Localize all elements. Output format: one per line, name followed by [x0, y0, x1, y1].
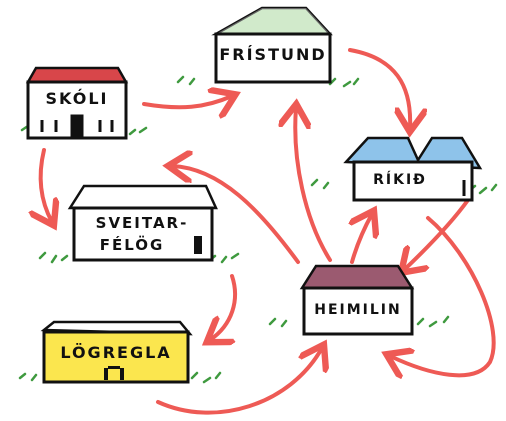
building-heimilin [302, 286, 414, 336]
building-logregla [42, 330, 190, 384]
arrow-heimilin-rikid [352, 214, 372, 264]
arrow-fristund-rikid [348, 48, 410, 128]
building-rikid [352, 160, 474, 202]
arrow-rikid-heimilin [404, 198, 470, 270]
windows-skoli [40, 114, 114, 138]
arrow-heimilin-sveitarfelog [172, 166, 300, 264]
node-sveitarfelog: SVEITAR- FÉLÖG [67, 184, 218, 262]
arrow-skoli-fristund [142, 96, 232, 107]
node-logregla: LÖGREGLA [40, 320, 193, 384]
label-sveitarfelog-line1: SVEITAR- [96, 214, 189, 232]
arrow-heimilin-fristund [295, 108, 332, 262]
arrow-rikid-heimilin-loop [390, 216, 496, 375]
label-fristund: FRÍSTUND [219, 45, 326, 64]
node-skoli: SKÓLI [25, 66, 129, 140]
building-skoli [26, 80, 128, 140]
label-skoli: SKÓLI [46, 89, 109, 108]
door-logregla [104, 366, 124, 380]
grass-decoration [18, 75, 498, 384]
label-heimilin: HEIMILIN [314, 302, 401, 318]
node-fristund: FRÍSTUND [211, 6, 333, 84]
node-rikid: RÍKIÐ [343, 136, 483, 202]
roof-heimilin [299, 264, 415, 290]
arrow-logregla-heimilin [156, 348, 322, 415]
node-heimilin: HEIMILIN [299, 264, 415, 336]
label-rikid: RÍKIÐ [373, 171, 427, 188]
roof-skoli [25, 66, 129, 84]
arrow-skoli-sveitarfelog [41, 148, 52, 222]
arrow-sveitarfelog-logregla [210, 274, 237, 340]
building-fristund [214, 32, 332, 84]
label-sveitarfelog-line2: FÉLÖG [100, 235, 165, 254]
building-sveitarfelog [72, 206, 214, 262]
label-logregla: LÖGREGLA [60, 343, 171, 362]
roof-sveitarfelog [67, 184, 218, 210]
edges [41, 48, 496, 415]
